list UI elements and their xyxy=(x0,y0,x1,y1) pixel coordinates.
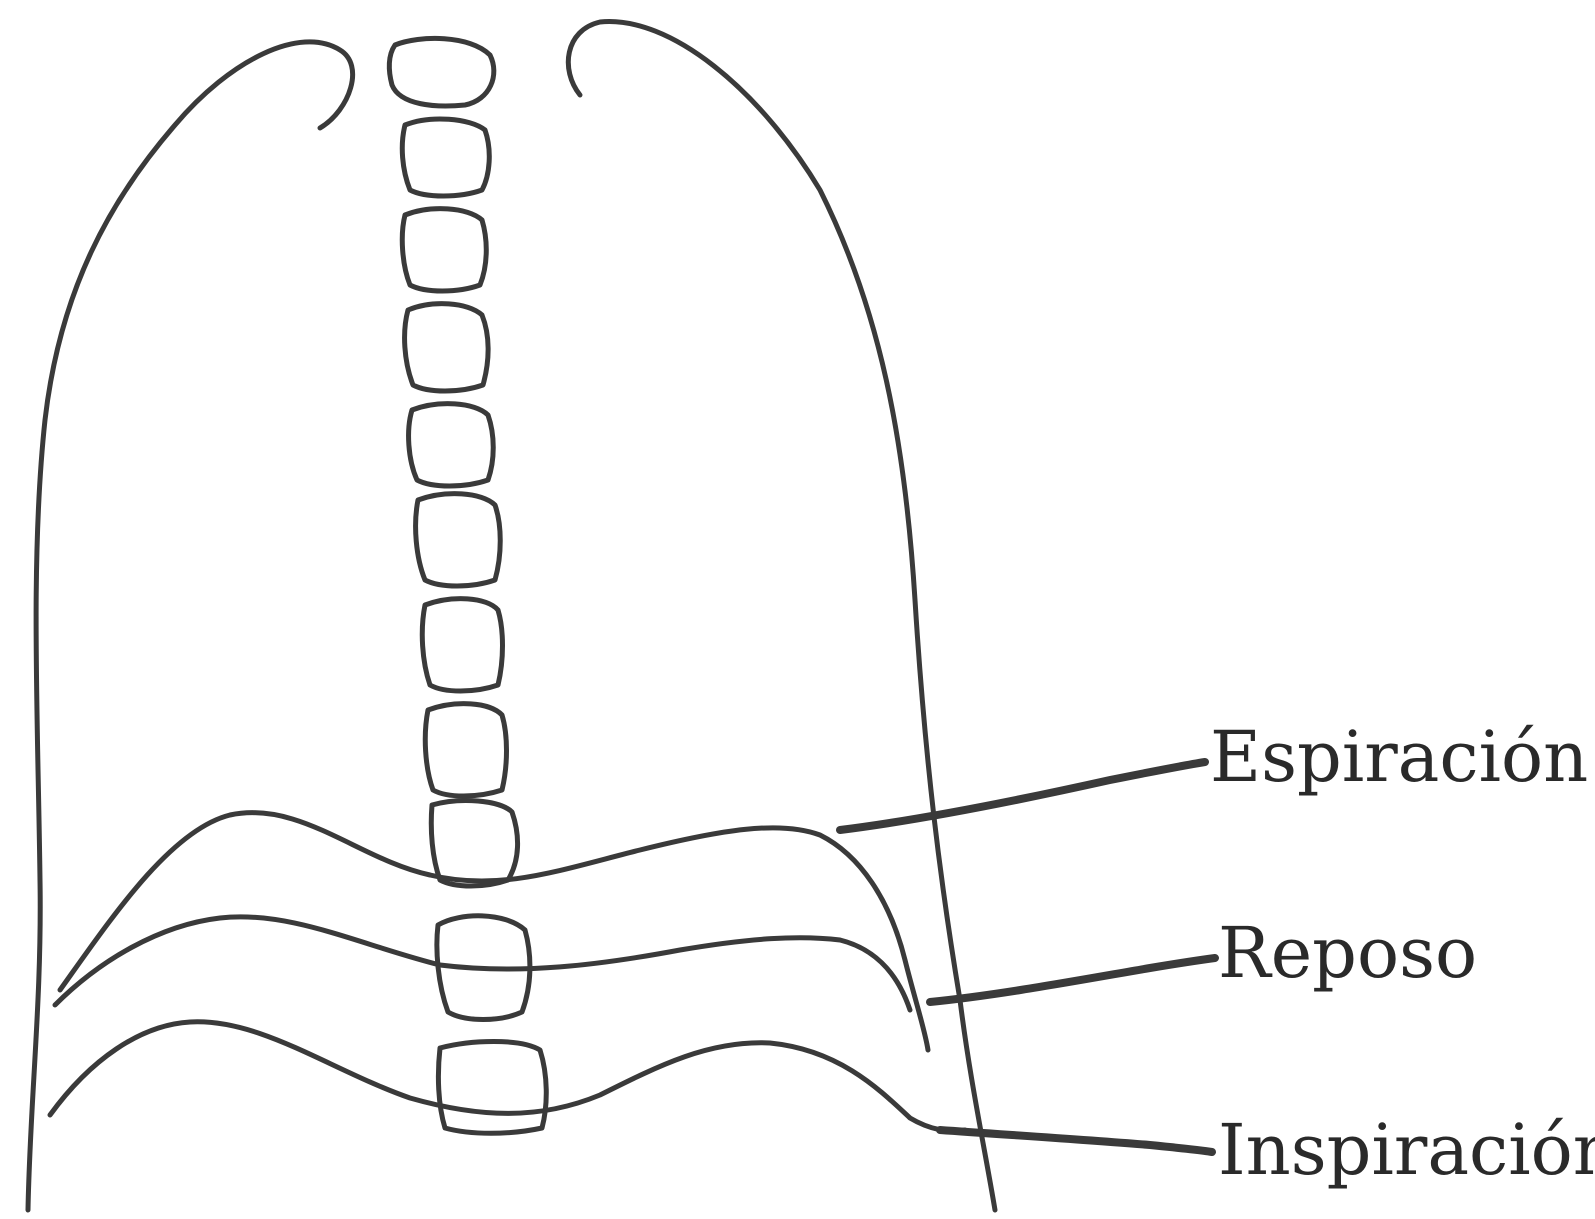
rest-leader-line xyxy=(930,958,1215,1002)
vertebra xyxy=(402,209,486,291)
inspiration-label: Inspiración xyxy=(1218,1115,1595,1185)
vertebra xyxy=(422,599,502,691)
left-lung-outline xyxy=(28,42,353,1210)
rest-label: Reposo xyxy=(1218,918,1477,988)
diaphragm-expiration-curve xyxy=(60,813,928,1050)
diaphragm-inspiration-curve xyxy=(50,1022,965,1131)
vertebra xyxy=(389,38,494,106)
expiration-label: Espiración xyxy=(1210,722,1588,792)
vertebra xyxy=(425,704,506,796)
vertebra xyxy=(409,404,494,486)
diaphragm-rest-curve xyxy=(55,917,910,1010)
vertebra xyxy=(405,304,489,391)
right-lung-outline xyxy=(568,22,995,1210)
vertebra xyxy=(431,801,517,886)
vertebra xyxy=(438,1042,546,1134)
vertebra xyxy=(416,494,501,586)
vertebra xyxy=(402,119,489,196)
expiration-leader-line xyxy=(840,762,1205,830)
